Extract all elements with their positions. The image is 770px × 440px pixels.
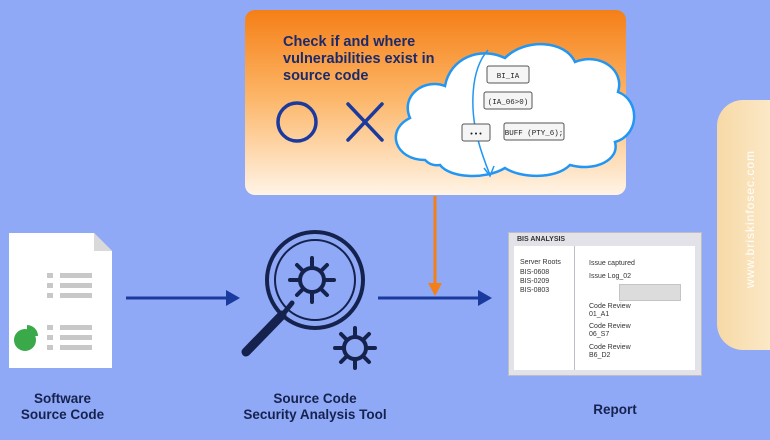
- issue-log: Issue Log_02: [589, 273, 632, 280]
- cloud-icon: [394, 43, 636, 178]
- issue-captured: Issue captured: [589, 260, 635, 267]
- magnifier-gear-icon: [241, 230, 377, 370]
- code-chip-text-3: •••: [469, 131, 483, 139]
- review-1-title: Code Review: [589, 303, 631, 310]
- review-2-id: 06_S7: [589, 331, 610, 338]
- code-chip-text-1: BI_IA: [497, 73, 520, 81]
- source-code-label: Software Source Code: [20, 391, 105, 422]
- arrow-tool-to-report: [378, 290, 492, 306]
- review-3-id: B6_D2: [589, 352, 611, 359]
- server-item-1: BIS-0608: [520, 269, 550, 276]
- review-2-title: Code Review: [589, 323, 631, 330]
- watermark-text: www.briskinfosec.com: [743, 149, 757, 289]
- issue-log-field: [619, 284, 681, 301]
- x-icon: [346, 102, 384, 142]
- server-roots-header: Server Roots: [520, 259, 561, 266]
- arrow-source-to-tool: [126, 290, 240, 306]
- review-1-id: 01_A1: [589, 311, 610, 318]
- code-chip-2: [483, 91, 533, 110]
- arrow-callout-down: [428, 196, 442, 296]
- server-item-3: BIS-0803: [520, 287, 550, 294]
- report-title: BIS ANALYSIS: [517, 236, 566, 243]
- circle-icon: [276, 101, 318, 143]
- code-chip-1: [486, 65, 530, 84]
- code-chip-text-2: (IA_06>0): [488, 99, 529, 107]
- report-label: Report: [593, 402, 637, 417]
- code-chip-4: [503, 122, 565, 141]
- code-chip-text-4: BUFF (PTY_6);: [505, 130, 564, 138]
- report-divider: [574, 246, 575, 370]
- callout-text: Check if and where vulnerabilities exist…: [283, 34, 435, 84]
- server-item-2: BIS-0209: [520, 278, 550, 285]
- watermark-tab: [717, 100, 770, 350]
- review-3-title: Code Review: [589, 344, 631, 351]
- code-chip-3: [461, 123, 491, 142]
- analysis-tool-label: Source Code Security Analysis Tool: [243, 391, 387, 422]
- document-chart-icon: [9, 233, 112, 368]
- report-panel: Server Roots BIS-0608 BIS-0209 BIS-0803 …: [514, 246, 695, 370]
- report-window: BIS ANALYSIS Server Roots BIS-0608 BIS-0…: [508, 232, 702, 376]
